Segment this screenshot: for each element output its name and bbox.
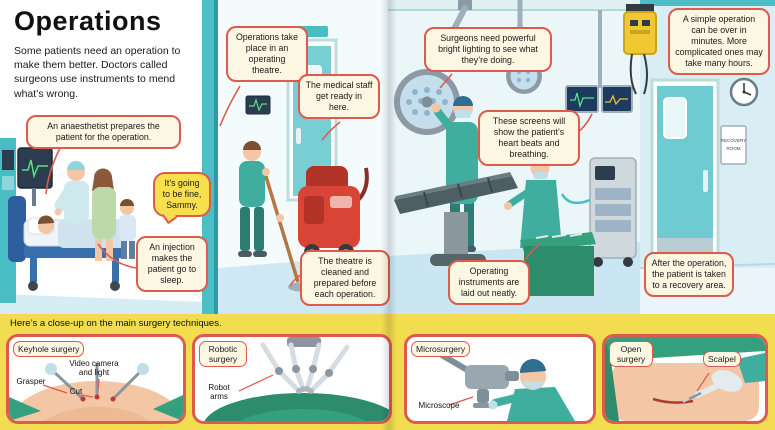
mother-and-child-figures bbox=[92, 168, 136, 261]
tech-panel-open: Open surgery Scalpel bbox=[602, 334, 768, 424]
callout-operating-theatre: Operations take place in an operating th… bbox=[226, 26, 308, 82]
speech-bubble-sammy: It’s going to be fine, Sammy. bbox=[153, 172, 211, 217]
callout-anaesthetist: An anaesthetist prepares the patient for… bbox=[26, 115, 181, 149]
tech-label-open: Open surgery bbox=[609, 341, 653, 368]
cleaner-figure bbox=[238, 141, 312, 292]
closeup-strip: Here’s a close-up on the main surgery te… bbox=[0, 314, 775, 430]
open-surgery-illustration bbox=[605, 337, 765, 421]
tech-label-robotic: Robotic surgery bbox=[199, 341, 247, 368]
intro-text: Some patients need an operation to make … bbox=[14, 45, 181, 100]
anaesthetist-figure bbox=[54, 161, 89, 223]
anaesthesia-room-equipment bbox=[0, 138, 53, 303]
callout-theatre-cleaned: The theatre is cleaned and prepared befo… bbox=[300, 250, 390, 306]
callout-instruments: Operating instruments are laid out neatl… bbox=[448, 260, 530, 305]
tech-label-keyhole: Keyhole surgery bbox=[13, 341, 85, 358]
tech-panel-keyhole: Keyhole surgery Video camera and light G… bbox=[6, 334, 186, 424]
page-title: Operations bbox=[14, 6, 162, 36]
wall-monitor bbox=[245, 95, 271, 115]
closeup-heading: Here’s a close-up on the main surgery te… bbox=[10, 318, 222, 329]
annotation-scalpel: Scalpel bbox=[703, 351, 741, 368]
callout-screens: These screens will show the patient’s he… bbox=[478, 110, 580, 166]
patient-monitors bbox=[565, 10, 633, 113]
recovery-door bbox=[650, 78, 720, 270]
tech-panel-robotic: Robotic surgery Robot arms bbox=[192, 334, 392, 424]
emergency-call-box bbox=[623, 4, 657, 95]
keyhole-pointer-lines bbox=[42, 378, 100, 398]
annotation-video-camera: Video camera and light bbox=[69, 359, 119, 378]
tech-panel-microsurgery: Microsurgery Microscope bbox=[404, 334, 596, 424]
wall-clock-icon bbox=[729, 77, 759, 107]
robotic-pointer-line bbox=[238, 374, 274, 392]
annotation-robot-arms: Robot arms bbox=[208, 383, 230, 402]
callout-recovery: After the operation, the patient is take… bbox=[644, 252, 734, 297]
anaesthesia-machine bbox=[560, 157, 637, 267]
annotation-grasper: Grasper bbox=[16, 377, 46, 386]
callout-medical-staff: The medical staff get ready in here. bbox=[298, 74, 380, 119]
annotation-microscope: Microscope bbox=[418, 401, 460, 410]
instrument-trolley bbox=[520, 232, 596, 296]
annotation-cut: Cut bbox=[69, 387, 83, 396]
tech-label-microsurgery: Microsurgery bbox=[411, 341, 471, 358]
callout-simple-operation: A simple operation can be over in minute… bbox=[668, 8, 770, 75]
microsurgery-pointer-line bbox=[448, 396, 474, 406]
callout-lighting: Surgeons need powerful bright lighting t… bbox=[424, 27, 552, 72]
callout-pointer-lines bbox=[45, 73, 593, 287]
open-surgery-pointer-line bbox=[696, 372, 710, 392]
callout-injection: An injection makes the patient go to sle… bbox=[136, 236, 208, 292]
recovery-sign-line1: RECOVERY bbox=[721, 138, 747, 143]
recovery-sign: RECOVERY ROOM bbox=[720, 125, 747, 165]
robotic-surgery-illustration bbox=[195, 337, 389, 421]
recovery-sign-line2: ROOM bbox=[726, 146, 740, 151]
dividing-wall bbox=[202, 0, 218, 314]
